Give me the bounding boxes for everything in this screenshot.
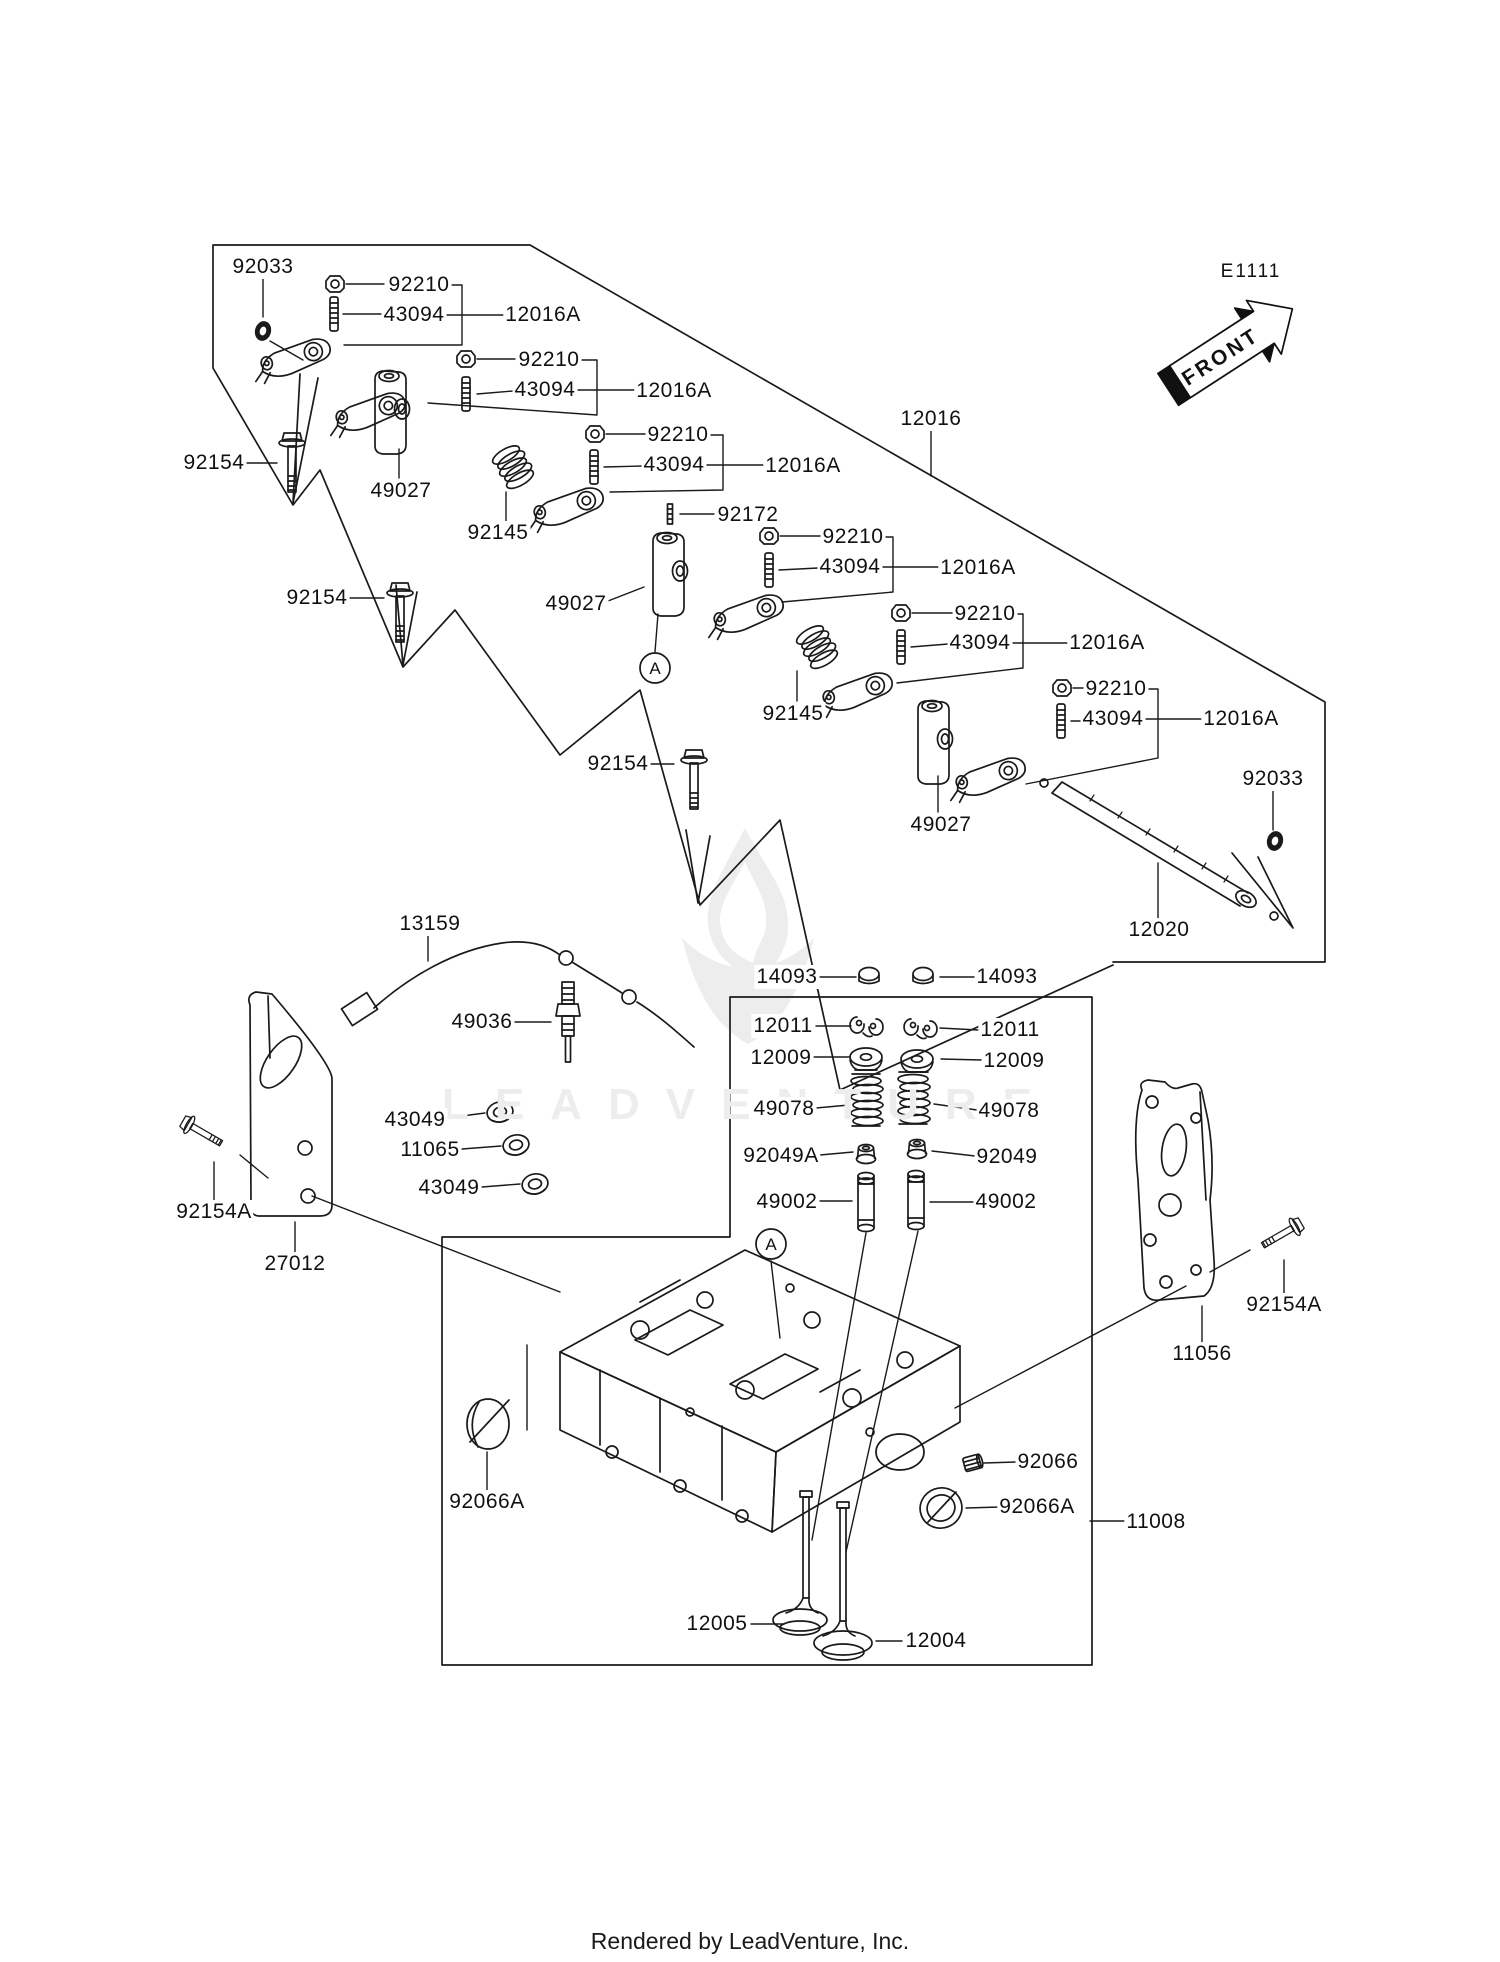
part-label-13159: 13159 [397, 912, 463, 936]
head-cap-icon [466, 1398, 510, 1450]
part-label-92066: 92066 [1015, 1450, 1081, 1474]
part-label-12020: 12020 [1126, 918, 1192, 942]
part-label-92049: 92049 [974, 1145, 1040, 1169]
valve-icon [772, 1490, 828, 1636]
svg-text:A: A [765, 1235, 777, 1254]
bracket-27012-icon [248, 991, 333, 1217]
ref-marker-a: A [755, 1228, 787, 1260]
part-label-12004: 12004 [903, 1629, 969, 1653]
leader-lines [213, 278, 1285, 1642]
part-label-92210: 92210 [952, 602, 1018, 626]
part-label-43049: 43049 [416, 1176, 482, 1200]
part-label-14093: 14093 [974, 965, 1040, 989]
svg-text:A: A [649, 659, 661, 678]
part-label-49002: 49002 [973, 1190, 1039, 1214]
part-label-92066A: 92066A [447, 1490, 527, 1514]
part-label-43094: 43094 [1080, 707, 1146, 731]
part-label-43094: 43094 [947, 631, 1013, 655]
footer-credit: Rendered by LeadVenture, Inc. [590, 1928, 910, 1954]
part-label-11065: 11065 [398, 1138, 462, 1162]
part-label-12011: 12011 [751, 1014, 815, 1038]
part-label-92154A: 92154A [1244, 1293, 1324, 1317]
part-label-49027: 49027 [908, 813, 974, 837]
shaft-ball-icon [1039, 778, 1049, 788]
diagram-code: E1111 [1220, 261, 1282, 282]
part-label-14093: 14093 [754, 965, 820, 989]
part-label-49078: 49078 [751, 1097, 817, 1121]
part-label-43094: 43094 [817, 555, 883, 579]
rocker-shaft-icon [1039, 778, 1279, 921]
part-label-12016A: 12016A [1067, 631, 1147, 655]
group-enclosure-lines [212, 244, 1326, 1666]
part-label-92210: 92210 [1083, 677, 1149, 701]
part-label-12009: 12009 [748, 1046, 814, 1070]
band-sail-triangles [292, 373, 1294, 929]
part-label-12005: 12005 [684, 1612, 750, 1636]
valve-icon [813, 1501, 873, 1661]
wire-harness-icon [340, 941, 695, 1048]
part-label-92154A: 92154A [174, 1200, 254, 1224]
part-label-49036: 49036 [449, 1010, 515, 1034]
part-label-43049: 43049 [382, 1108, 448, 1132]
part-label-43094: 43094 [641, 453, 707, 477]
part-label-49002: 49002 [754, 1190, 820, 1214]
bracket-11056-icon [1134, 1079, 1216, 1302]
part-label-92033: 92033 [1240, 767, 1306, 791]
part-label-12011: 12011 [978, 1018, 1042, 1042]
part-label-11008: 11008 [1124, 1510, 1188, 1534]
part-label-12016: 12016 [898, 407, 964, 431]
leadventure-watermark-logo [682, 828, 814, 1044]
part-label-92172: 92172 [715, 503, 781, 527]
part-label-27012: 27012 [262, 1252, 328, 1276]
part-label-92033: 92033 [230, 255, 296, 279]
leadventure-watermark-text: LEADVENTURE [441, 1080, 1059, 1129]
part-label-49027: 49027 [368, 479, 434, 503]
part-label-92145: 92145 [465, 521, 531, 545]
part-label-92145: 92145 [760, 702, 826, 726]
part-label-49027: 49027 [543, 592, 609, 616]
part-label-11056: 11056 [1170, 1342, 1234, 1366]
cylinder-head-box [441, 996, 1093, 1666]
ref-marker-a: A [639, 652, 671, 684]
part-label-49078: 49078 [976, 1099, 1042, 1123]
part-label-12016A: 12016A [763, 454, 843, 478]
part-label-92210: 92210 [516, 348, 582, 372]
part-label-12016A: 12016A [634, 379, 714, 403]
part-label-92210: 92210 [645, 423, 711, 447]
part-label-92154: 92154 [284, 586, 350, 610]
oil-seal-icon [919, 1487, 963, 1529]
part-label-92210: 92210 [820, 525, 886, 549]
part-label-12009: 12009 [981, 1049, 1047, 1073]
part-label-43094: 43094 [381, 303, 447, 327]
shaft-ball-icon [1269, 911, 1279, 921]
cylinder-head-icon [559, 1249, 961, 1533]
part-label-43094: 43094 [512, 378, 578, 402]
part-label-12016A: 12016A [1201, 707, 1281, 731]
rocker-band-outline [212, 244, 1326, 1091]
part-label-12016A: 12016A [938, 556, 1018, 580]
part-label-92066A: 92066A [997, 1495, 1077, 1519]
part-label-92154: 92154 [585, 752, 651, 776]
glow-plug-icon [555, 981, 581, 1063]
part-label-92049A: 92049A [741, 1144, 821, 1168]
part-label-92210: 92210 [386, 273, 452, 297]
part-label-92154: 92154 [181, 451, 247, 475]
part-label-12016A: 12016A [503, 303, 583, 327]
